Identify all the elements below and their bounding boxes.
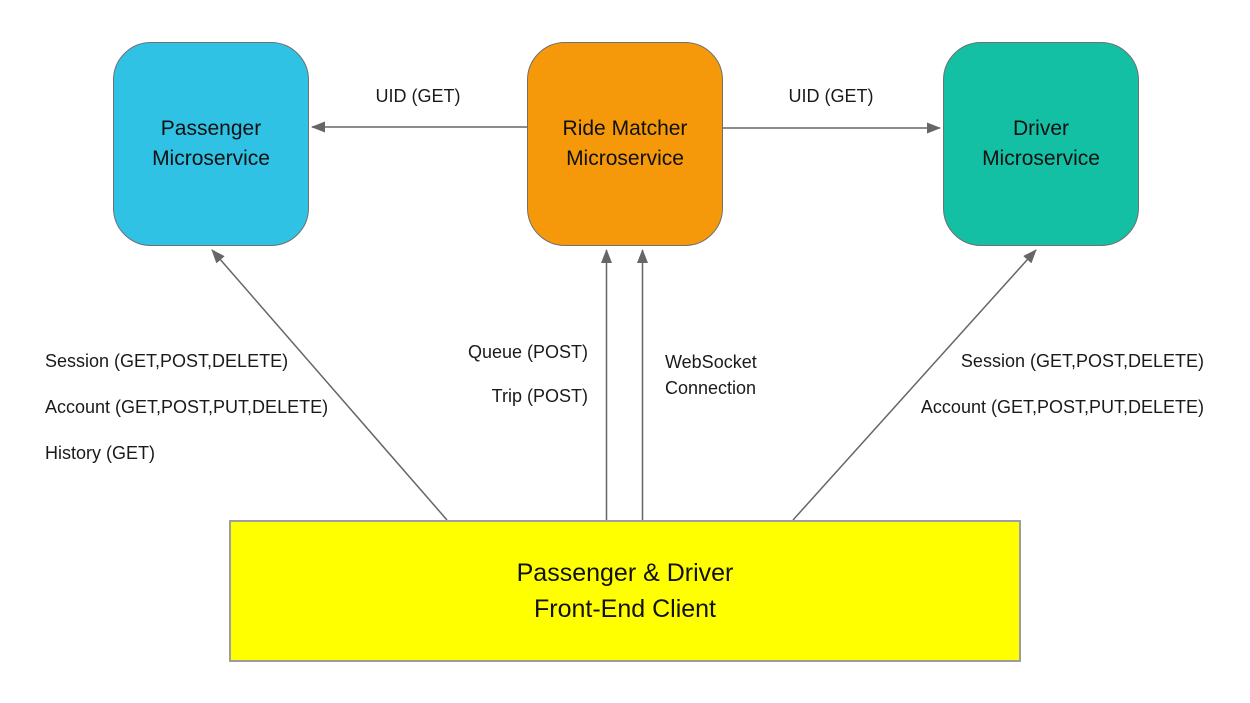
edge-label-websocket-line1: WebSocket [665, 352, 757, 372]
node-label: Ride Matcher [562, 117, 688, 140]
node-label: Passenger & Driver [516, 559, 734, 587]
edge-label-passenger-account: Account (GET,POST,PUT,DELETE) [45, 397, 329, 417]
edge-label-driver-account: Account (GET,POST,PUT,DELETE) [920, 397, 1204, 417]
arrow-frontend-to-passenger [211, 249, 448, 521]
edge-label-websocket-line2: Connection [665, 378, 757, 398]
node-label: Front-End Client [533, 595, 717, 623]
edge-label-trip: Trip (POST) [491, 386, 588, 406]
node-label: Microservice [566, 147, 684, 170]
edge-label-uid-right: UID (GET) [788, 86, 874, 106]
node-frontend-client: Passenger & Driver Front-End Client [229, 520, 1021, 662]
arrow-frontend-to-driver [792, 249, 1037, 521]
edge-label-websocket: WebSocket Connection [665, 349, 757, 401]
node-ride-matcher-microservice: Ride Matcher Microservice [527, 42, 723, 246]
node-label: Microservice [152, 147, 270, 170]
edge-label-uid-left: UID (GET) [375, 86, 461, 106]
node-driver-microservice: Driver Microservice [943, 42, 1139, 246]
edge-label-driver-session: Session (GET,POST,DELETE) [960, 351, 1204, 371]
node-label: Driver [1013, 117, 1069, 140]
node-label: Passenger [160, 117, 262, 140]
node-passenger-microservice: Passenger Microservice [113, 42, 309, 246]
edge-label-passenger-history: History (GET) [45, 443, 155, 463]
edge-label-passenger-session: Session (GET,POST,DELETE) [45, 351, 289, 371]
node-label: Microservice [982, 147, 1100, 170]
edge-label-queue: Queue (POST) [467, 342, 588, 362]
